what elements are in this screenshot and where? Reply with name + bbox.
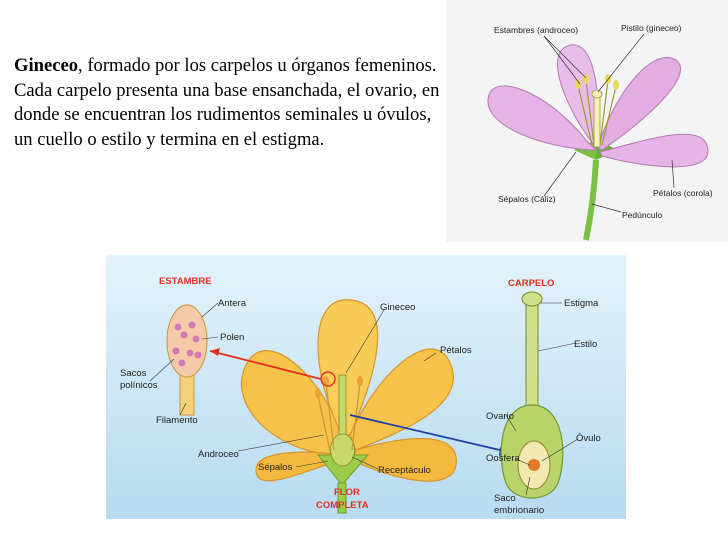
- label-petalos-corola: Pétalos (corola): [653, 188, 713, 198]
- gineceo-description: Gineceo, formado por los carpelos u órga…: [14, 54, 444, 152]
- label-pedunculo: Pedúnculo: [622, 210, 662, 220]
- label-receptaculo: Receptáculo: [378, 465, 431, 476]
- label-embrionario: embrionario: [494, 505, 544, 516]
- heading-estambre: ESTAMBRE: [159, 276, 212, 287]
- label-sepalos: Sépalos: [258, 462, 293, 473]
- label-gineceo: Gineceo: [380, 302, 415, 313]
- heading-completa: COMPLETA: [316, 500, 369, 511]
- label-estigma: Estigma: [564, 298, 599, 309]
- label-antera: Antera: [218, 298, 247, 309]
- label-filamento: Filamento: [156, 415, 198, 426]
- label-polinicos: polínicos: [120, 380, 158, 391]
- complete-flower-illustration: ESTAMBRE CARPELO FLOR COMPLETA Antera Po…: [106, 255, 626, 519]
- label-sepalos-caliz: Sépalos (Cáliz): [498, 194, 556, 204]
- heading-carpelo: CARPELO: [508, 278, 554, 289]
- heading-flor: FLOR: [334, 487, 360, 498]
- label-petalos: Pétalos: [440, 345, 472, 356]
- label-estambres: Estambres (androceo): [494, 25, 578, 35]
- pink-flower-illustration: Estambres (androceo) Pistilo (gineceo) P…: [487, 23, 713, 241]
- label-sacos: Sacos: [120, 368, 147, 379]
- complete-flower-figure: ESTAMBRE CARPELO FLOR COMPLETA Antera Po…: [106, 255, 626, 519]
- label-estilo: Estilo: [574, 339, 597, 350]
- label-saco: Saco: [494, 493, 516, 504]
- label-ovario: Ovario: [486, 411, 514, 422]
- label-androceo: Androceo: [198, 449, 239, 460]
- gineceo-body: , formado por los carpelos u órganos fem…: [14, 55, 440, 150]
- gineceo-term: Gineceo: [14, 55, 79, 76]
- label-ovulo: Óvulo: [576, 433, 601, 444]
- pink-flower-figure: Estambres (androceo) Pistilo (gineceo) P…: [446, 0, 728, 242]
- label-pistilo: Pistilo (gineceo): [621, 23, 682, 33]
- label-oosfera: Oosfera: [486, 453, 521, 464]
- label-polen: Polen: [220, 332, 244, 343]
